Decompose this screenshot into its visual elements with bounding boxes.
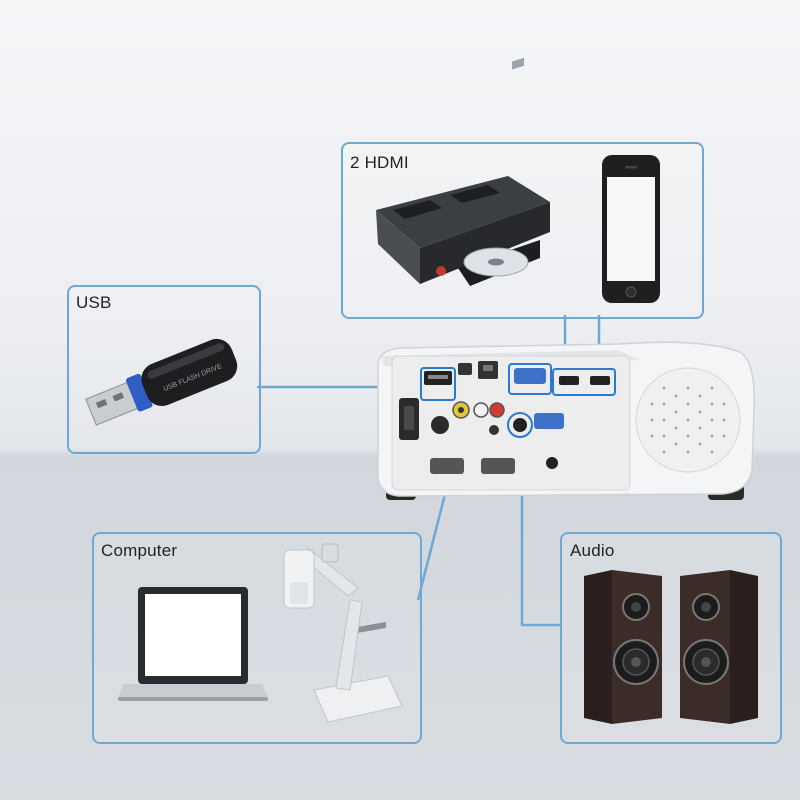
hdmi-group-label: 2 HDMI — [350, 153, 409, 172]
smartphone — [602, 155, 660, 303]
audio-group-label: Audio — [570, 541, 615, 560]
projector — [377, 341, 755, 500]
laptop — [118, 587, 268, 701]
speaker-right — [680, 570, 758, 724]
dvd-player — [376, 57, 550, 286]
speaker-left — [584, 570, 662, 724]
computer-group-label: Computer — [101, 541, 178, 560]
document-camera — [283, 543, 403, 723]
usb-flash-drive: USB FLASH DRIVE — [85, 338, 238, 426]
usb-group-label: USB — [76, 293, 112, 312]
